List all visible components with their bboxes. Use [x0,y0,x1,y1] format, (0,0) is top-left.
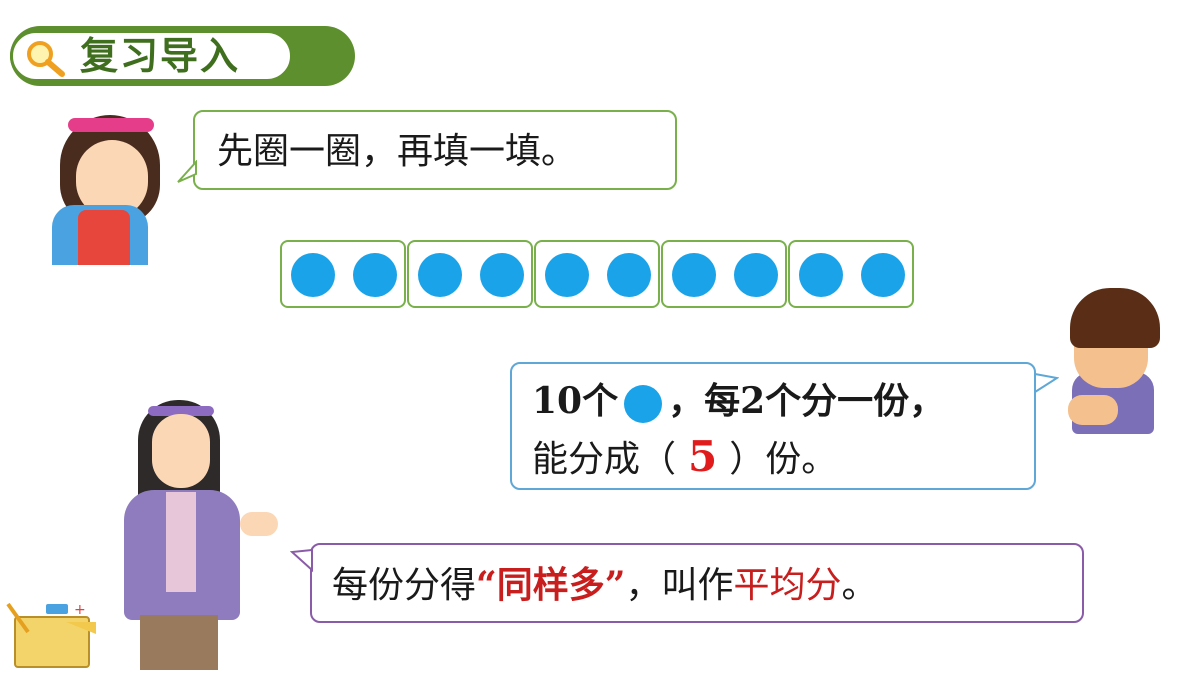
speech-bubble-instruction: 先圈一圈，再填一填。 [193,110,677,190]
dot-group [534,240,660,308]
dot-group [788,240,914,308]
blue-dot [353,253,397,297]
question-unit: ）份。 [729,439,838,480]
bubble-tail [177,160,197,183]
teacher-hand [240,512,278,536]
blue-dot [734,253,778,297]
question-line-1: 10个 ，每2个分一份， [532,376,945,426]
definition-quote: “同样多” [476,564,626,606]
blue-dot [418,253,462,297]
blue-dot [861,253,905,297]
instruction-text: 先圈一圈，再填一填。 [217,131,578,172]
teacher-face [152,414,210,488]
definition-text: 每份分得“同样多”，叫作平均分。 [332,545,877,626]
dot-group [407,240,533,308]
teacher-shirt [166,492,196,592]
speech-bubble-definition: 每份分得“同样多”，叫作平均分。 [310,543,1084,623]
speech-bubble-question: 10个 ，每2个分一份， 能分成（ 5 ）份。 [510,362,1036,490]
question-prompt: 能分成（ [532,439,677,480]
blue-dot [291,253,335,297]
boy-hair [1070,288,1160,348]
girl-headband [68,118,154,132]
svg-text:+: + [74,602,86,618]
blue-dot [607,253,651,297]
magnifier-icon [27,41,65,77]
blue-dot [480,253,524,297]
definition-prefix: 每份分得 [332,565,477,606]
boy-hand [1068,395,1118,425]
blue-dot [545,253,589,297]
bubble-tail [290,548,313,573]
section-title: 复习导入 [80,33,241,78]
definition-middle: ，叫作 [625,565,734,606]
dot-group [661,240,787,308]
question-count: 10个 [532,380,619,422]
teacher-headband [148,406,214,416]
definition-term: 平均分 [733,565,842,606]
answer-value: 5 [688,432,718,481]
girl-apron [78,210,130,265]
bubble-tail [1034,372,1059,394]
dot-group [280,240,406,308]
blue-dot-icon [624,385,663,423]
teacher-skirt [140,615,218,670]
question-line-2: 能分成（ 5 ）份。 [532,432,837,485]
definition-suffix: 。 [841,565,878,606]
stationery-icon: + [6,602,96,634]
blue-dot [799,253,843,297]
question-grouping: ，每2个分一份， [668,380,946,422]
blue-dot [672,253,716,297]
